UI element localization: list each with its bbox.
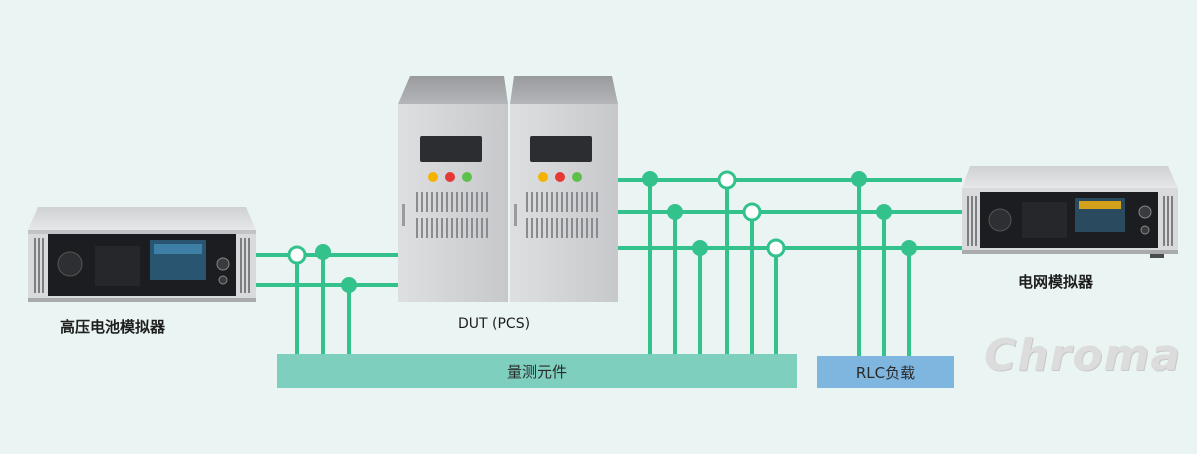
battery-simulator-device-icon [28, 207, 256, 302]
dut-label: DUT (PCS) [458, 316, 531, 332]
measurement-label: 量测元件 [506, 362, 567, 381]
chroma-logo: Chroma [984, 330, 1182, 381]
battery-simulator-label: 高压电池模拟器 [60, 318, 166, 336]
grid-side-nodes [642, 170, 917, 258]
battery-side-nodes [287, 244, 357, 293]
grid-simulator-label: 电网模拟器 [1018, 273, 1094, 291]
rlc-load-label: RLC负载 [855, 363, 916, 382]
measurement-bar: 量测元件 [277, 354, 797, 388]
battery-side-wires [256, 253, 398, 356]
pcs-cabinet-icon [398, 76, 618, 302]
rlc-load-bar: RLC负载 [817, 356, 954, 388]
grid-simulator-device-icon [962, 166, 1178, 258]
